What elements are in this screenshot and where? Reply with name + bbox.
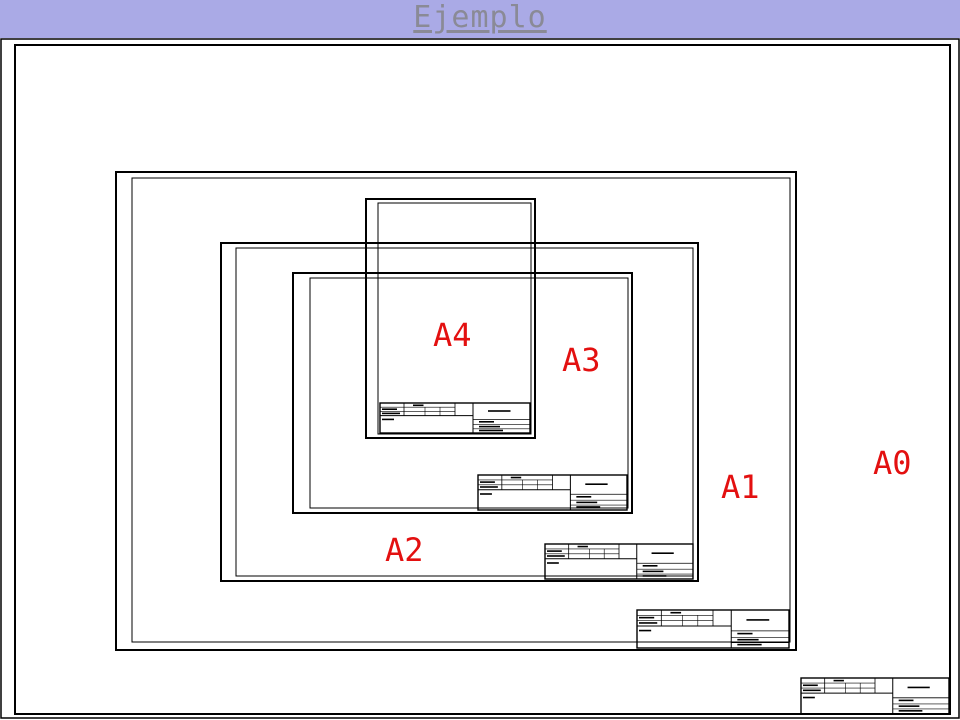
sheet-a0-border (14, 44, 951, 715)
title-block-text-mark (746, 619, 770, 621)
title-block-a4 (379, 402, 531, 434)
title-block-text-mark (803, 684, 818, 687)
title-block-text-mark (547, 555, 565, 557)
title-block-text-mark (479, 429, 503, 432)
title-block-text-mark (642, 575, 667, 577)
title-block-text-mark (898, 699, 914, 702)
title-block-text-mark (737, 643, 762, 646)
title-block-text-mark (576, 506, 601, 508)
sheet-a2-trim (220, 242, 699, 582)
title-block-text-mark (488, 410, 511, 412)
sheet-a1-trim (115, 171, 797, 651)
sheet-label-a2: A2 (385, 531, 424, 569)
title-block-text-mark (510, 476, 522, 479)
title-block-text-mark (803, 696, 815, 699)
title-block-text-mark (833, 679, 844, 682)
title-block-text-mark (639, 622, 658, 624)
title-block-a3 (477, 474, 628, 511)
sheet-label-a0: A0 (873, 444, 912, 482)
sheet-a1 (115, 171, 797, 651)
title-block-text-mark (480, 486, 498, 488)
title-block-text-mark (576, 501, 598, 504)
title-block-text-mark (480, 481, 495, 483)
title-block-text-mark (413, 404, 424, 407)
sheet-a0-trim (0, 38, 960, 719)
sheet-a4-trim (365, 198, 536, 439)
title-block-text-mark (670, 611, 682, 614)
sheet-a1-border (131, 177, 791, 643)
sheet-label-a1: A1 (721, 468, 760, 506)
title-block-text-mark (651, 552, 674, 554)
title-block-text-mark (382, 418, 394, 421)
title-block-text-mark (479, 421, 494, 423)
title-block-text-mark (585, 483, 608, 485)
title-block-text-mark (479, 425, 500, 428)
sheet-a3-border (309, 277, 629, 509)
title-block-text-mark (480, 493, 492, 495)
sheet-a3 (292, 272, 633, 514)
title-block-text-mark (737, 632, 753, 635)
title-block-a0 (800, 677, 950, 715)
sheet-a4 (365, 198, 536, 439)
title-block-a2 (544, 543, 694, 580)
sheet-label-a4: A4 (433, 316, 472, 354)
title-block-a1 (636, 609, 790, 649)
title-block-text-mark (382, 412, 400, 415)
page-title: Ejemplo (413, 0, 547, 35)
title-block-text-mark (898, 705, 920, 707)
title-block-text-mark (577, 545, 588, 548)
title-block-text-mark (907, 686, 930, 689)
sheet-label-a3: A3 (562, 341, 601, 379)
title-block-text-mark (639, 616, 655, 619)
title-block-text-mark (803, 689, 821, 692)
title-block-text-mark (642, 570, 664, 573)
title-block-text-mark (576, 496, 592, 498)
title-block-text-mark (642, 565, 658, 567)
paper-sizes-diagram: A0 A1 A2 A3 A4 (0, 38, 960, 719)
sheet-a4-border (377, 202, 532, 435)
sheet-a2-border (235, 247, 694, 577)
sheet-a2 (220, 242, 699, 582)
title-block-text-mark (547, 562, 559, 564)
title-block-text-mark (382, 408, 397, 410)
sheet-a3-trim (292, 272, 633, 514)
title-block-text-mark (639, 629, 652, 632)
header-bar: Ejemplo (0, 0, 960, 38)
title-block-text-mark (737, 638, 759, 641)
sheet-a0 (0, 38, 960, 719)
title-block-text-mark (898, 710, 923, 712)
title-block-text-mark (547, 550, 562, 552)
